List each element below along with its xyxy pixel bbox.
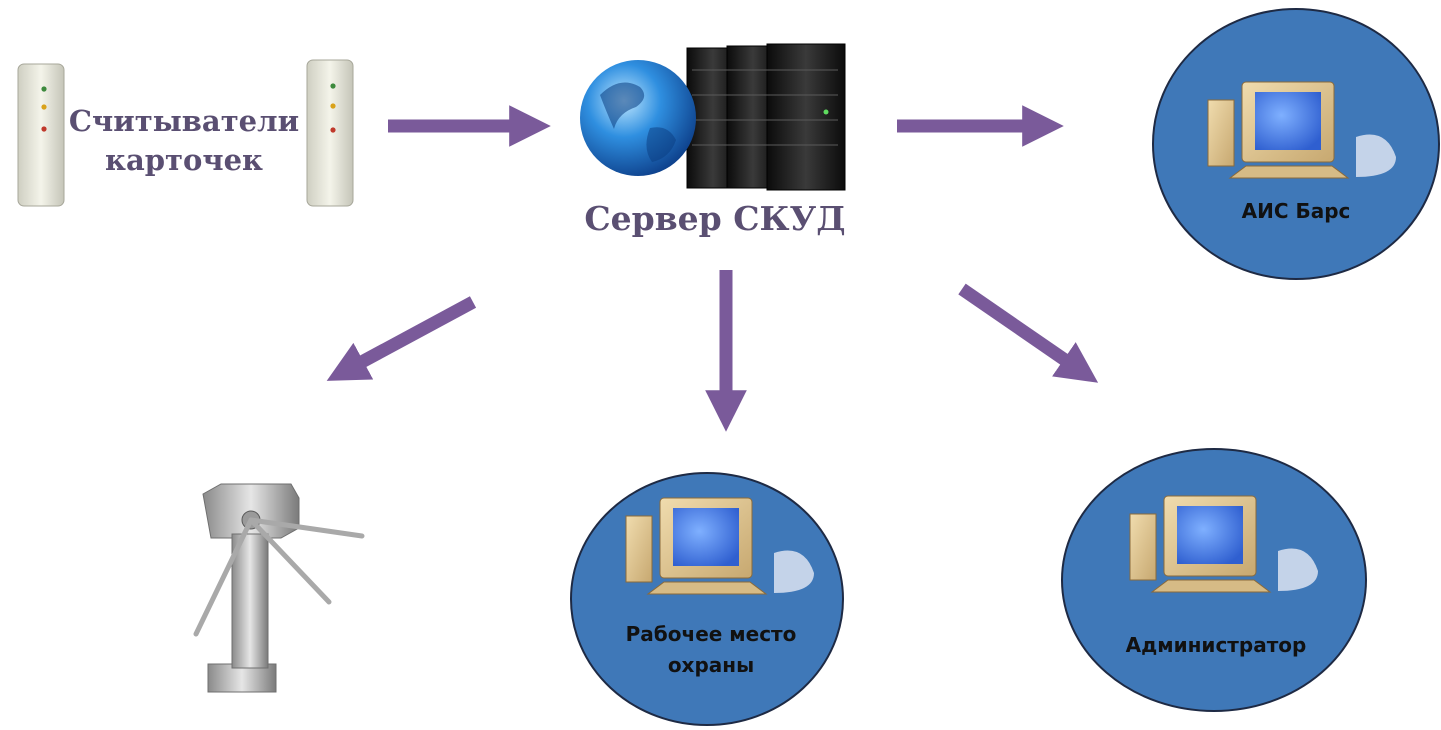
turnstile-icon <box>193 483 365 693</box>
led-yellow-icon <box>41 104 47 110</box>
card-readers-label-line1: Считыватели <box>69 104 299 138</box>
server-racks-icon <box>686 43 846 191</box>
arrow-server-to-administrator <box>958 283 1099 383</box>
card-reader-right <box>306 59 354 207</box>
led-green-icon <box>41 86 47 92</box>
ais-bars-label: АИС Барс <box>1242 199 1351 223</box>
administrator-label: Администратор <box>1126 633 1307 657</box>
server-label: Сервер СКУД <box>584 199 845 238</box>
arrows <box>326 105 1099 432</box>
led-yellow-icon <box>330 103 336 109</box>
card-reader-left <box>17 63 65 207</box>
computer-icon <box>625 497 814 595</box>
computer-icon <box>1207 81 1396 179</box>
arrow-server-to-turnstile <box>326 296 477 381</box>
ais-bars-node: АИС Барс <box>1152 8 1440 280</box>
guard-workstation-node: Рабочее место охраны <box>570 472 844 726</box>
guard-workstation-label-line2: охраны <box>668 653 754 677</box>
led-red-icon <box>330 127 336 133</box>
computer-icon <box>1129 495 1318 593</box>
led-green-icon <box>330 83 336 89</box>
administrator-node: Администратор <box>1061 448 1367 712</box>
led-red-icon <box>41 126 47 132</box>
globe-icon <box>580 60 696 176</box>
card-readers-label-line2: карточек <box>105 143 263 177</box>
guard-workstation-label-line1: Рабочее место <box>626 622 797 646</box>
